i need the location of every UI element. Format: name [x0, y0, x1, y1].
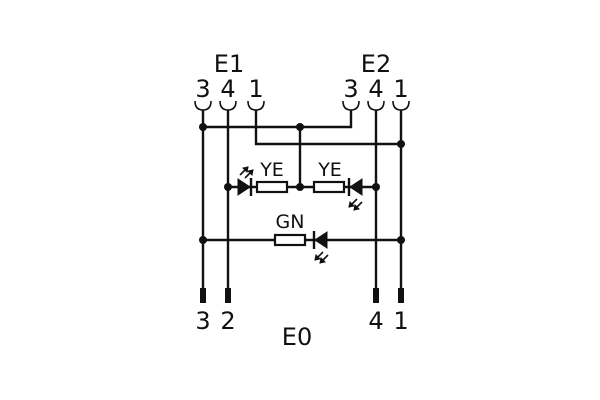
e1-pin-label: 1 — [248, 75, 263, 103]
connector-e2-label: E2 — [361, 50, 391, 78]
e0-pin-label: 1 — [393, 307, 408, 335]
e2-pin-label: 3 — [343, 75, 358, 103]
junction-dots — [199, 123, 405, 244]
led-right-symbol — [312, 178, 363, 211]
e0-pin-label: 2 — [220, 307, 235, 335]
led-bottom-symbol — [273, 231, 329, 264]
e0-pin-label: 3 — [195, 307, 210, 335]
e0-pin-label: 4 — [368, 307, 383, 335]
plug-contacts — [200, 288, 404, 303]
e1-pin-label: 4 — [220, 75, 235, 103]
wires — [201, 110, 403, 288]
e1-pin-label: 3 — [195, 75, 210, 103]
e2-pin-label: 4 — [368, 75, 383, 103]
led-left-symbol — [237, 166, 289, 196]
led-right-color-label: YE — [317, 159, 342, 181]
led-left-color-label: YE — [259, 159, 284, 181]
e2-pin-label: 1 — [393, 75, 408, 103]
connector-e0-label: E0 — [282, 323, 312, 351]
led-bottom-color-label: GN — [276, 211, 305, 233]
connector-e1-label: E1 — [214, 50, 244, 78]
